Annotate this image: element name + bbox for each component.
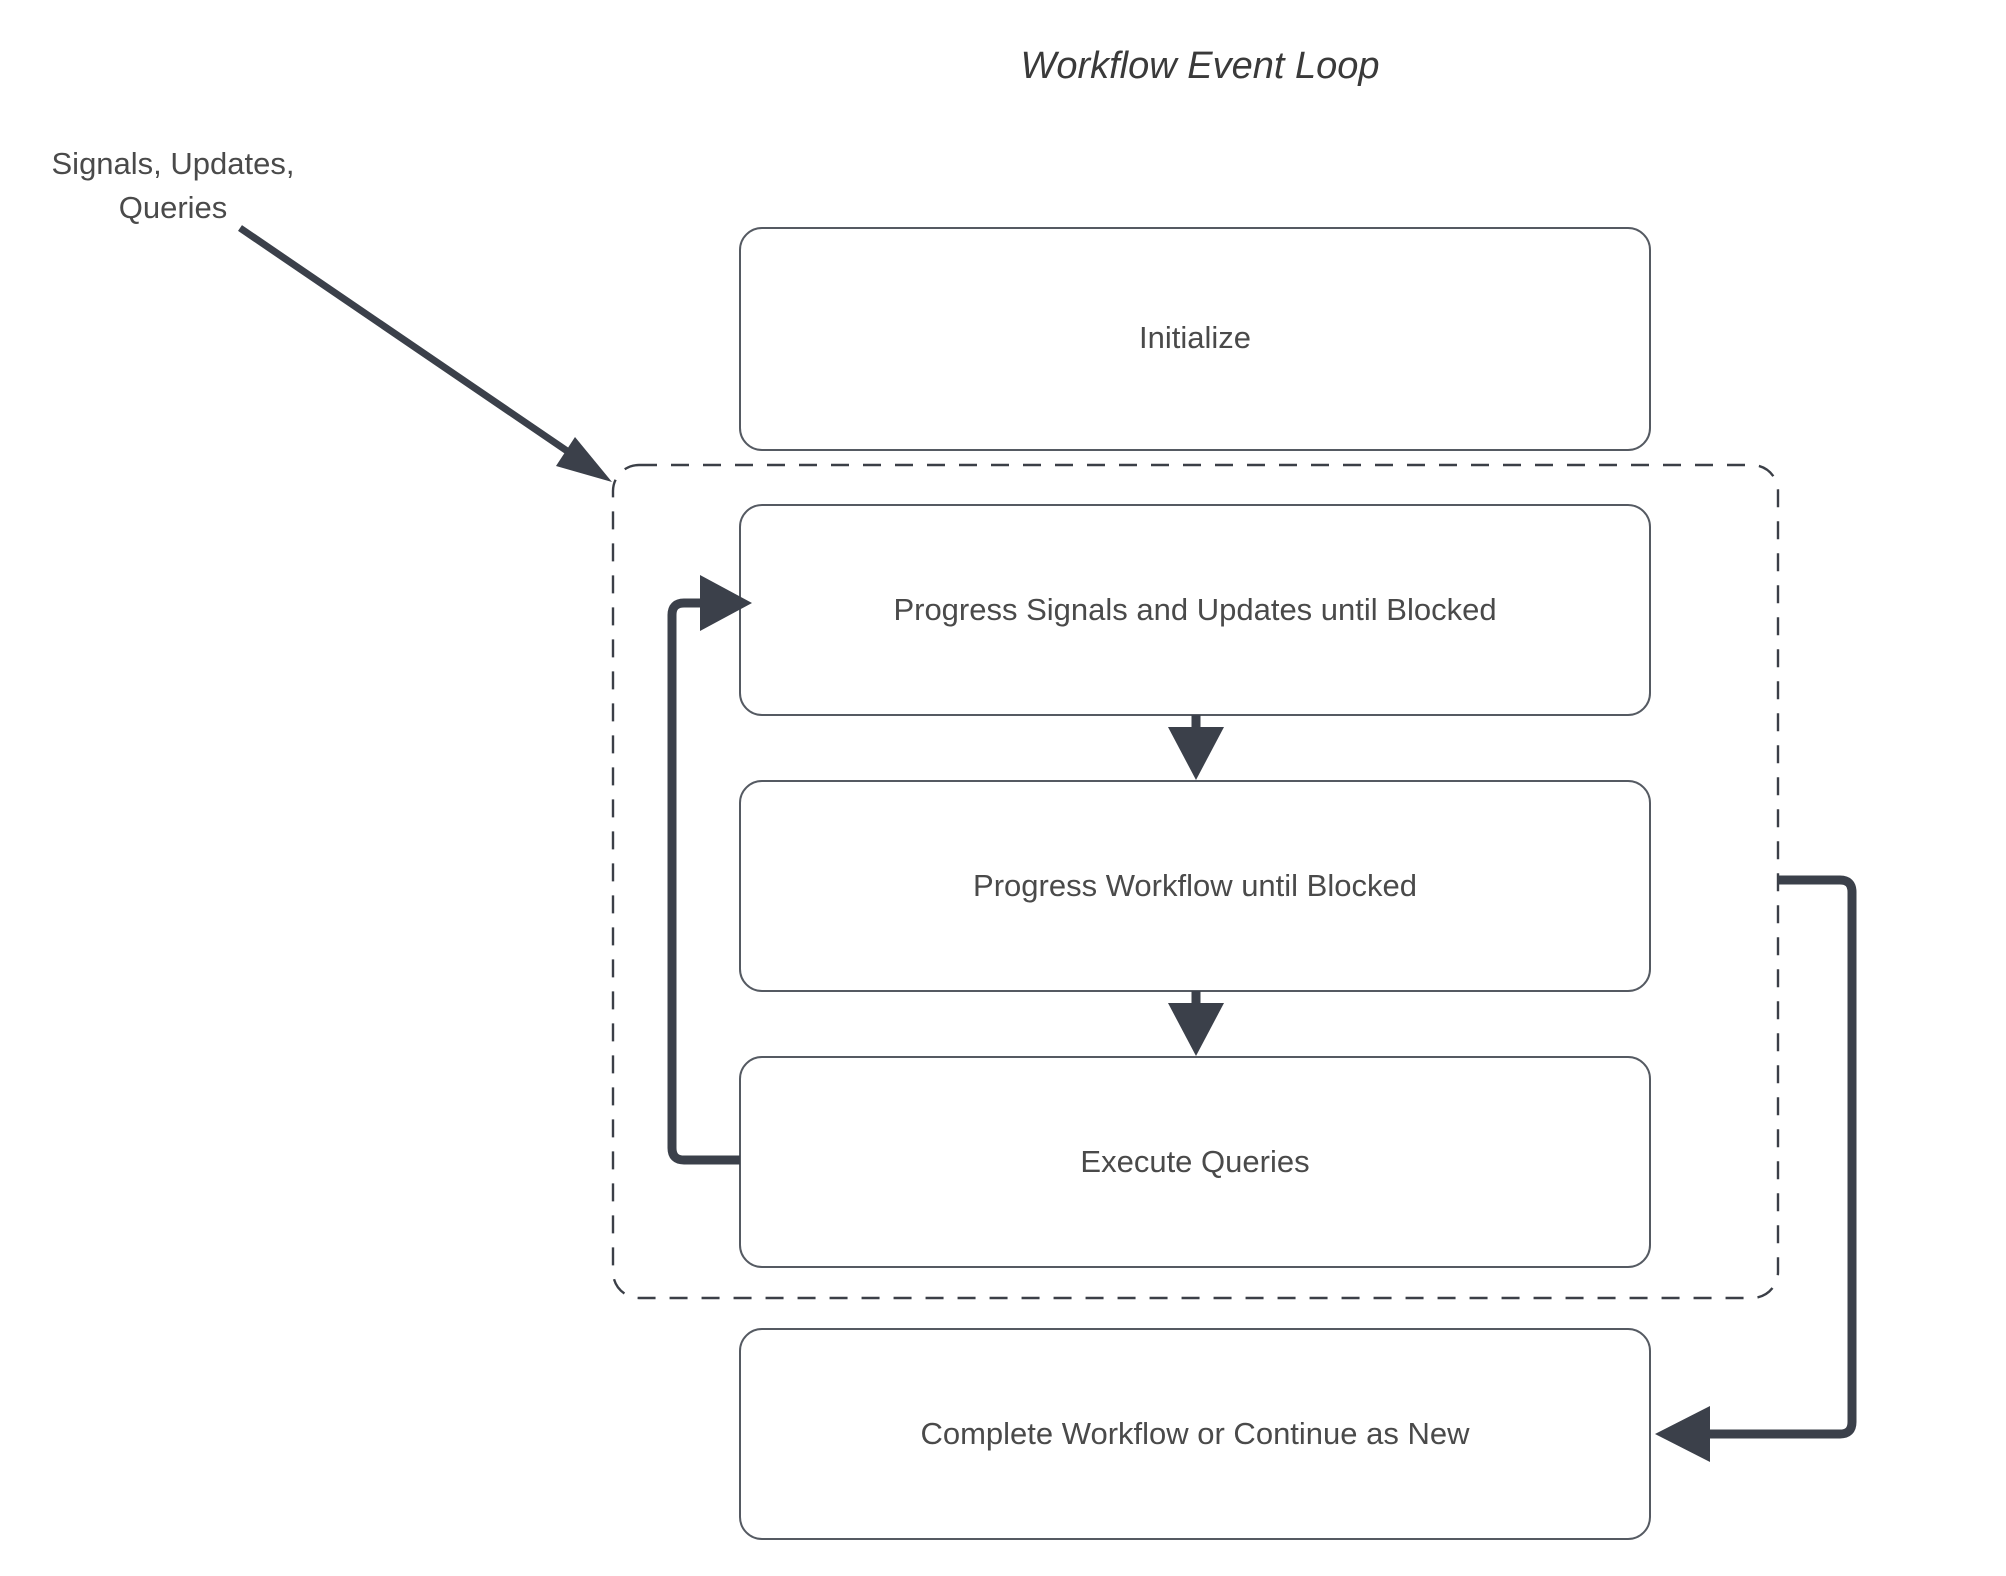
external-input-label-line1: Signals, Updates, (52, 146, 295, 181)
node-progress-signals-label: Progress Signals and Updates until Block… (893, 592, 1496, 627)
node-complete-workflow-label: Complete Workflow or Continue as New (920, 1416, 1470, 1451)
external-input-label-line2: Queries (119, 190, 228, 225)
arrowhead-external-input (556, 437, 612, 482)
node-initialize-box[interactable] (739, 227, 1651, 451)
edge-group-to-complete-workflow (1655, 875, 1857, 1462)
edge-execute-queries-to-progress-signals (667, 575, 752, 1165)
edge-progress-workflow-to-execute-queries (1168, 991, 1224, 1056)
node-initialize[interactable]: Initialize (739, 227, 1651, 451)
node-initialize-label: Initialize (1139, 320, 1251, 355)
node-execute-queries-label: Execute Queries (1080, 1144, 1309, 1179)
edge-progress-signals-to-progress-workflow (1168, 715, 1224, 780)
node-complete-workflow[interactable]: Complete Workflow or Continue as New (739, 1328, 1651, 1540)
arrowhead-execute-queries (1168, 1003, 1224, 1056)
diagram-title: Workflow Event Loop (1020, 45, 1379, 87)
arrowhead-progress-workflow (1168, 727, 1224, 780)
arrowhead-complete-workflow (1655, 1406, 1710, 1462)
edge-external-input-to-group (238, 225, 612, 482)
node-complete-workflow-box[interactable] (739, 1328, 1651, 1540)
node-progress-workflow-label: Progress Workflow until Blocked (973, 868, 1417, 903)
arrowhead-loop-back (700, 575, 752, 631)
node-execute-queries[interactable]: Execute Queries (739, 1056, 1651, 1268)
node-progress-signals[interactable]: Progress Signals and Updates until Block… (739, 504, 1651, 716)
node-progress-workflow[interactable]: Progress Workflow until Blocked (739, 780, 1651, 992)
